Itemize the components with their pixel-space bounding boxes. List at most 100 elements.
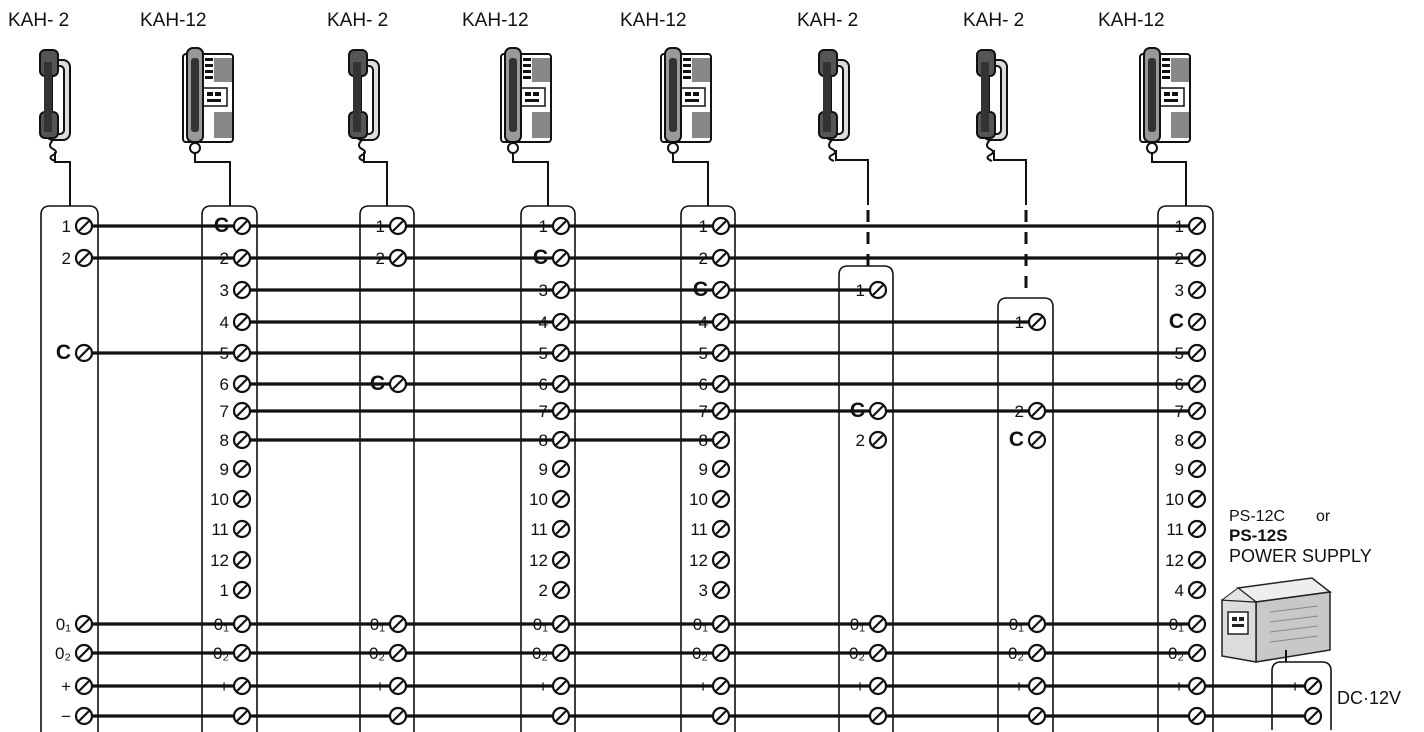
terminal-screw	[74, 676, 94, 696]
phone-cable	[1151, 152, 1187, 206]
handset-icon	[818, 49, 850, 162]
terminal-label: 2	[220, 249, 229, 268]
terminal-label: 0₂	[55, 644, 71, 663]
terminal-screw	[551, 614, 571, 634]
terminal-screw	[74, 706, 94, 726]
terminal-screw	[388, 248, 408, 268]
terminal-label: C	[693, 278, 708, 301]
terminal-screw	[711, 280, 731, 300]
station-model-label: KAH- 2	[327, 10, 388, 31]
terminal-board	[997, 297, 1054, 732]
terminal-screw	[388, 643, 408, 663]
terminal-screw	[232, 489, 252, 509]
terminal-label: −	[1290, 707, 1300, 726]
terminal-screw	[1187, 343, 1207, 363]
terminal-label: +	[698, 677, 708, 696]
terminal-screw	[711, 343, 731, 363]
power-supply: PS-12C or PS-12S POWER SUPPLY +− DC·12V	[1220, 508, 1401, 730]
terminal-screw	[1303, 706, 1323, 726]
power-supply-terminal-board	[1271, 661, 1332, 730]
terminal-screw	[1027, 312, 1047, 332]
terminal-screw	[711, 459, 731, 479]
terminal-screw	[711, 216, 731, 236]
phone-cable	[54, 152, 71, 206]
terminal-screw	[711, 614, 731, 634]
terminal-screw	[551, 676, 571, 696]
terminal-screw	[1027, 430, 1047, 450]
power-supply-or-label: or	[1316, 508, 1331, 525]
terminal-label: 6	[699, 375, 708, 394]
terminal-label: −	[855, 707, 865, 726]
terminal-screw	[551, 374, 571, 394]
power-supply-title: POWER SUPPLY	[1229, 546, 1372, 566]
dc-12v-label: DC·12V	[1337, 688, 1401, 708]
terminal-screw	[388, 614, 408, 634]
terminal-label: 2	[376, 249, 385, 268]
terminal-screw	[1187, 430, 1207, 450]
terminal-label: 0₁	[214, 615, 229, 634]
terminal-label: 6	[539, 375, 548, 394]
phone-cable	[672, 152, 709, 206]
terminal-board	[838, 265, 894, 732]
station-model-label: KAH-12	[140, 10, 207, 31]
terminal-label: 8	[220, 431, 229, 450]
terminal-screw	[868, 643, 888, 663]
terminal-screw	[711, 550, 731, 570]
terminal-label: 0₂	[849, 644, 865, 663]
terminal-screw	[711, 430, 731, 450]
terminal-label: 7	[220, 402, 229, 421]
terminal-screw	[232, 643, 252, 663]
terminal-label: 3	[699, 581, 708, 600]
terminal-label: 2	[62, 249, 71, 268]
terminal-label: 0₂	[532, 644, 548, 663]
terminal-label: 9	[539, 460, 548, 479]
terminal-screw	[551, 280, 571, 300]
terminal-screw	[711, 374, 731, 394]
master-station-icon	[500, 47, 552, 154]
terminal-label: −	[538, 707, 548, 726]
terminal-screw	[1303, 676, 1323, 696]
terminal-label: 11	[211, 520, 229, 539]
terminal-screw	[711, 706, 731, 726]
terminal-label: 0₂	[213, 644, 229, 663]
terminal-label: 9	[1175, 460, 1184, 479]
terminal-screw	[1187, 248, 1207, 268]
terminal-label: 10	[689, 490, 708, 509]
terminal-label: 8	[539, 431, 548, 450]
terminal-label: 12	[529, 551, 548, 570]
terminal-label: C	[214, 214, 229, 237]
terminal-screw	[551, 706, 571, 726]
terminal-label: +	[1290, 677, 1300, 696]
terminal-screw	[74, 248, 94, 268]
terminal-label: 4	[699, 313, 708, 332]
terminal-label: 11	[530, 520, 548, 539]
terminal-screw	[232, 580, 252, 600]
terminal-label: 1	[856, 281, 865, 300]
terminal-screw	[868, 706, 888, 726]
terminal-label: 1	[220, 581, 229, 600]
station-model-label: KAH-12	[620, 10, 687, 31]
terminal-label: 0₁	[693, 615, 708, 634]
station-model-label: KAH- 2	[797, 10, 858, 31]
terminal-label: 1	[539, 217, 548, 236]
terminal-label: +	[61, 677, 71, 696]
terminal-label: 2	[1175, 249, 1184, 268]
terminal-label: 12	[210, 551, 229, 570]
terminal-screw	[551, 580, 571, 600]
terminal-screw	[868, 676, 888, 696]
terminal-label: 4	[1175, 581, 1184, 600]
terminal-label: +	[375, 677, 385, 696]
terminal-label: C	[1009, 428, 1024, 451]
terminal-screw	[232, 216, 252, 236]
terminal-screw	[232, 459, 252, 479]
terminal-screw	[1187, 643, 1207, 663]
terminal-label: 2	[1015, 402, 1024, 421]
terminal-screw	[1187, 459, 1207, 479]
terminal-screw	[1187, 614, 1207, 634]
terminal-screw	[711, 676, 731, 696]
terminal-screw	[551, 459, 571, 479]
terminal-screw	[388, 374, 408, 394]
terminal-label: 4	[220, 313, 229, 332]
terminal-screw	[232, 343, 252, 363]
terminal-label: 12	[1165, 551, 1184, 570]
